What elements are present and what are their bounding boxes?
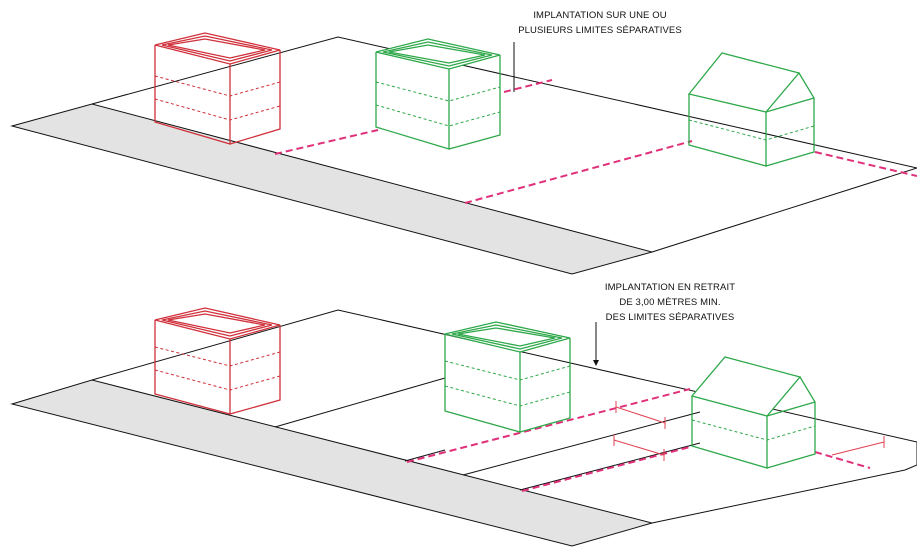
scene-bottom: IMPLANTATION EN RETRAIT DE 3,00 MÈTRES M…	[10, 282, 917, 547]
green-house-top	[687, 52, 815, 167]
setback-limit-2	[521, 446, 691, 492]
setback-dimension-1	[615, 401, 666, 429]
red-building-top	[154, 32, 281, 145]
separative-limit-3	[503, 79, 553, 93]
scene-top: IMPLANTATION SUR UNE OU PLUSIEURS LIMITE…	[10, 10, 917, 275]
lot-edge-bottom	[651, 469, 906, 524]
parcel-line-4	[519, 442, 701, 491]
annotation-top-line-1: IMPLANTATION SUR UNE OU	[533, 10, 666, 21]
annotation-top-line-2: PLUSIEURS LIMITES SÉPARATIVES	[518, 25, 682, 36]
setback-dimension-2	[613, 434, 665, 461]
annotation-bottom-arrowhead	[593, 360, 599, 366]
annotation-bottom-line-3: DES LIMITES SÉPARATIVES	[606, 312, 735, 323]
annotation-bottom-line-2: DE 3,00 MÈTRES MIN.	[619, 297, 720, 308]
parcel-line-2	[404, 449, 446, 462]
lot-boundary-top	[91, 36, 917, 253]
green-house-bottom	[690, 356, 816, 469]
setback-limit-3	[814, 451, 871, 469]
setback-limit-1	[406, 388, 691, 463]
parcel-line-1	[274, 377, 446, 428]
separative-limit-2	[464, 140, 693, 204]
green-building-bottom	[444, 321, 571, 433]
red-building-bottom	[154, 307, 281, 415]
setback-dimension-3	[831, 436, 885, 456]
parcel-line-3	[462, 411, 701, 476]
road-top	[10, 103, 654, 275]
annotation-bottom-line-1: IMPLANTATION EN RETRAIT	[605, 282, 735, 293]
separative-limit-4	[814, 151, 917, 177]
road-bottom	[10, 379, 654, 547]
lot-boundary-bottom	[91, 309, 917, 471]
green-building-top	[375, 38, 501, 150]
separative-limit-1	[274, 129, 379, 155]
